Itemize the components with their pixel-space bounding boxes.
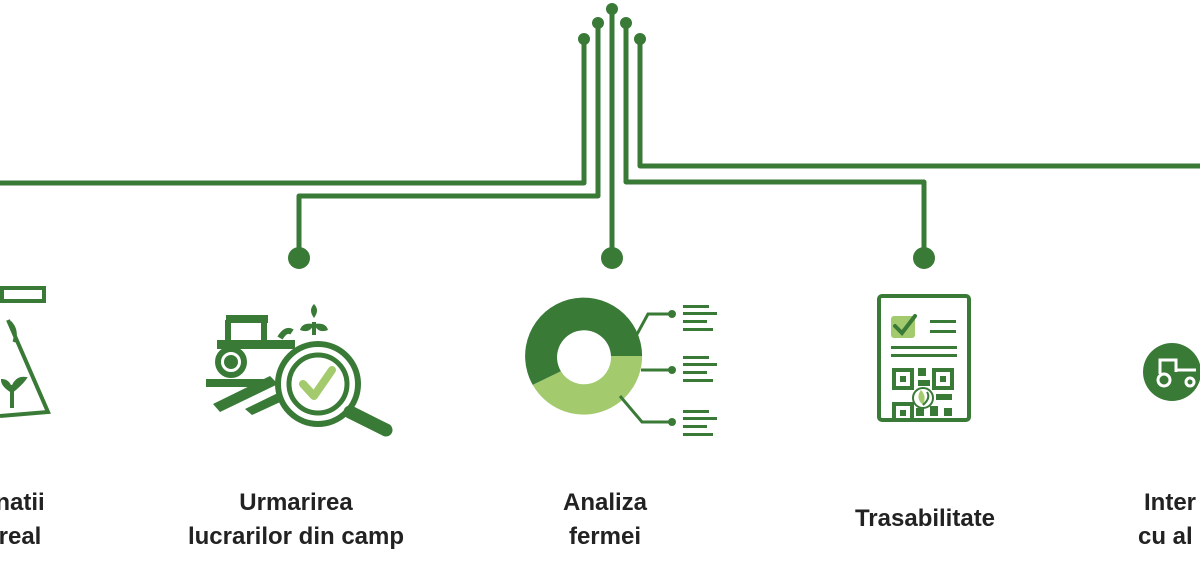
feature-label-line-1: Inter	[1144, 489, 1197, 516]
circuit-dot	[634, 33, 646, 45]
circuit-dot	[578, 33, 590, 45]
connector-left-feature	[0, 39, 587, 186]
feature-label-right: Inter cu al	[1138, 486, 1200, 554]
feature-label-line-1: natii	[0, 489, 45, 516]
circuit-node-dots	[288, 247, 935, 269]
feature-label-line-2: lucrarilor din camp	[187, 523, 405, 550]
donut-chart-icon	[525, 297, 717, 436]
circuit-dot	[592, 17, 604, 29]
feature-label-traceability: Trasabilitate	[820, 502, 1030, 536]
feature-label-left: natii real	[0, 486, 80, 554]
node-dot-traceability	[913, 247, 935, 269]
qr-document-icon	[877, 294, 971, 422]
circuit-top-dots	[578, 3, 646, 45]
circuit-dot	[606, 3, 618, 15]
tractor-magnifier-check-icon	[206, 304, 393, 437]
feature-label-farm-analysis: Analiza fermei	[505, 486, 705, 554]
donut-segment-light	[532, 356, 643, 415]
feature-label-line-2: cu al	[1138, 523, 1193, 550]
greenhouse-sensor-icon	[0, 286, 51, 418]
connector-right-feature	[637, 39, 1200, 169]
feature-label-line-1: Analiza	[562, 489, 648, 516]
connector-traceability	[623, 23, 927, 258]
connector-field-tracking	[296, 23, 601, 258]
feature-label-line-1: Urmarirea	[239, 489, 353, 516]
feature-label-line-2: real	[0, 523, 42, 550]
node-dot-field-tracking	[288, 247, 310, 269]
circuit-lines	[0, 9, 1200, 258]
feature-label-line-1: Trasabilitate	[854, 505, 996, 532]
feature-label-line-2: fermei	[568, 523, 642, 550]
circuit-dot	[620, 17, 632, 29]
donut-segment-dark	[525, 297, 643, 385]
tractor-circle-icon	[1143, 343, 1200, 401]
feature-label-field-tracking: Urmarirea lucrarilor din camp	[146, 486, 446, 554]
node-dot-farm-analysis	[601, 247, 623, 269]
